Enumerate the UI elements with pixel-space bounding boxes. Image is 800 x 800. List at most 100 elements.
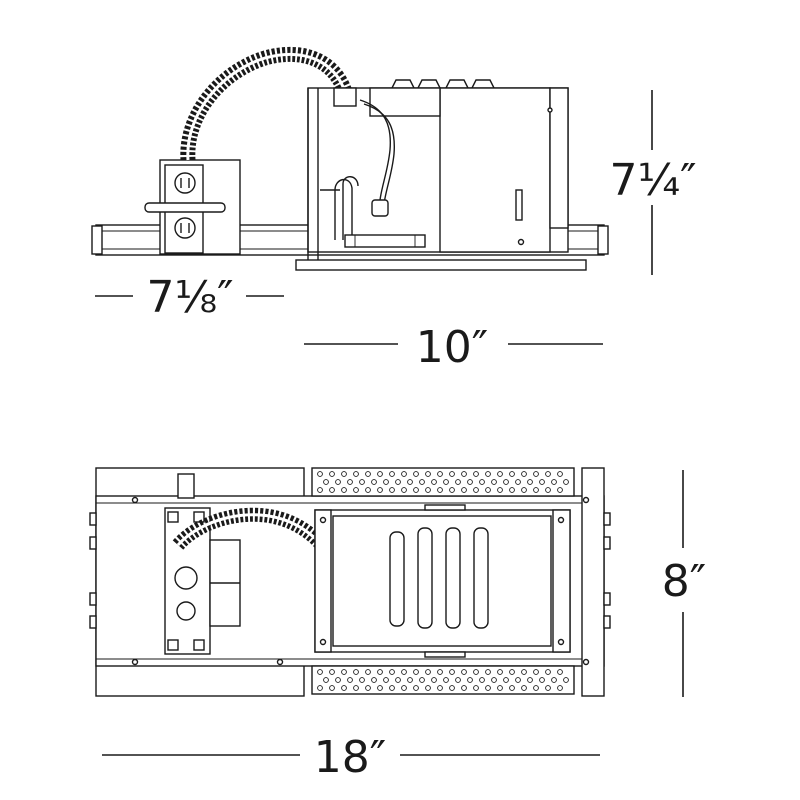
- perforation-hole: [509, 471, 515, 477]
- perforation-hole: [413, 471, 419, 477]
- perforation-hole: [545, 685, 551, 691]
- perforation-hole: [485, 685, 491, 691]
- perforation-hole: [431, 677, 437, 683]
- perforation-hole: [521, 487, 527, 493]
- perforation-hole: [437, 487, 443, 493]
- perforation-hole: [509, 487, 515, 493]
- perforation-hole: [545, 487, 551, 493]
- perforation-hole: [389, 471, 395, 477]
- perforation-hole: [329, 487, 335, 493]
- dim-length-side-label: 10″: [416, 322, 488, 373]
- perforation-hole: [317, 669, 323, 675]
- perforation-hole: [431, 479, 437, 485]
- perforation-hole: [473, 685, 479, 691]
- perforation-hole: [335, 677, 341, 683]
- perforation-hole: [419, 479, 425, 485]
- perforation-hole: [503, 479, 509, 485]
- top-side-tabs: [89, 512, 611, 629]
- side-frame-end-right: [597, 225, 609, 255]
- perforation-hole: [533, 685, 539, 691]
- perforated-rail-bottom: [311, 665, 575, 695]
- perforation-hole: [545, 471, 551, 477]
- perforation-hole: [377, 471, 383, 477]
- perforation-hole: [383, 677, 389, 683]
- vent-slot: [417, 527, 433, 629]
- perforation-hole: [413, 685, 419, 691]
- perforation-hole: [509, 685, 515, 691]
- vent-slot: [445, 527, 461, 629]
- lamp-socket: [371, 199, 389, 217]
- perforation-hole: [359, 479, 365, 485]
- perforation-hole: [449, 487, 455, 493]
- perforation-hole: [461, 685, 467, 691]
- perforation-hole: [359, 677, 365, 683]
- perforation-hole: [491, 677, 497, 683]
- perforation-hole: [497, 471, 503, 477]
- perforation-hole: [449, 669, 455, 675]
- perforation-hole: [461, 487, 467, 493]
- perforation-hole: [365, 669, 371, 675]
- junction-box: [144, 159, 241, 255]
- top-view: 18″ 8″: [89, 467, 706, 783]
- perforation-hole: [425, 487, 431, 493]
- perforation-hole: [515, 677, 521, 683]
- dim-width-top-label: 8″: [662, 556, 706, 607]
- perforation-hole: [407, 677, 413, 683]
- perforation-hole: [365, 685, 371, 691]
- perforation-hole: [401, 685, 407, 691]
- perforation-hole: [353, 685, 359, 691]
- perforation-hole: [323, 479, 329, 485]
- perforation-hole: [521, 669, 527, 675]
- perforation-hole: [347, 479, 353, 485]
- perforation-hole: [533, 487, 539, 493]
- perforation-hole: [497, 685, 503, 691]
- perforation-hole: [353, 669, 359, 675]
- perforation-hole: [557, 487, 563, 493]
- perforation-hole: [341, 487, 347, 493]
- side-trim-ring: [344, 234, 426, 248]
- perforation-hole: [557, 471, 563, 477]
- perforation-hole: [353, 471, 359, 477]
- perforation-hole: [377, 685, 383, 691]
- perforation-hole: [413, 669, 419, 675]
- perforation-hole: [317, 487, 323, 493]
- perforation-hole: [497, 669, 503, 675]
- perforation-hole: [329, 669, 335, 675]
- perforation-hole: [473, 471, 479, 477]
- perforation-hole: [335, 479, 341, 485]
- perforation-hole: [563, 677, 569, 683]
- perforation-hole: [455, 479, 461, 485]
- perforation-hole: [545, 669, 551, 675]
- side-view: 7⅛″ 10″ 7¼″: [91, 47, 697, 373]
- perforation-hole: [449, 685, 455, 691]
- perforation-hole: [509, 669, 515, 675]
- side-frame-end-left: [91, 225, 103, 255]
- perforation-hole: [425, 685, 431, 691]
- perforation-hole: [557, 669, 563, 675]
- perforation-hole: [377, 487, 383, 493]
- conduit-connector: [333, 87, 357, 107]
- perforation-hole: [455, 677, 461, 683]
- side-bottom-plate: [295, 259, 587, 271]
- housing-can: [295, 79, 587, 271]
- perforation-hole: [563, 479, 569, 485]
- perforation-hole: [419, 677, 425, 683]
- dim-width-side-label: 7⅛″: [146, 272, 233, 323]
- perforation-hole: [437, 471, 443, 477]
- perforation-hole: [389, 669, 395, 675]
- perforation-hole: [539, 677, 545, 683]
- perforation-hole: [329, 685, 335, 691]
- perforation-hole: [527, 677, 533, 683]
- perforation-hole: [323, 677, 329, 683]
- perforation-hole: [395, 677, 401, 683]
- perforation-hole: [371, 677, 377, 683]
- perforation-hole: [443, 677, 449, 683]
- perforation-hole: [557, 685, 563, 691]
- perforation-hole: [521, 471, 527, 477]
- perforation-hole: [425, 669, 431, 675]
- perforation-hole: [437, 669, 443, 675]
- housing-can-top: [314, 504, 571, 658]
- perforation-hole: [461, 471, 467, 477]
- perforation-hole: [341, 685, 347, 691]
